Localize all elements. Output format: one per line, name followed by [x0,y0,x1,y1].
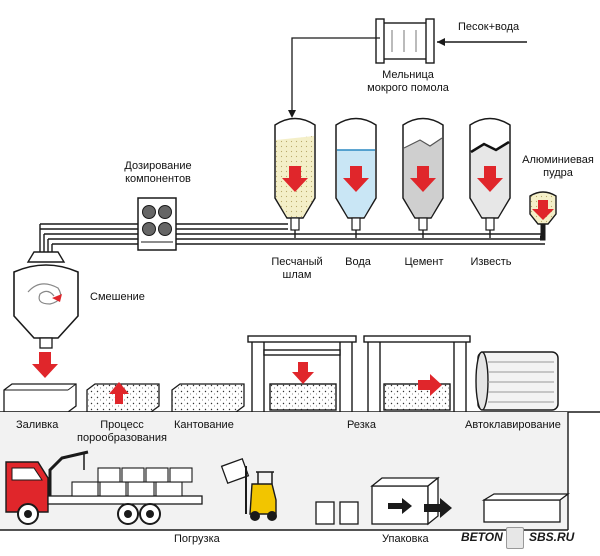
mold-pouring [3,383,77,413]
label-packing: Упаковка [382,533,429,545]
label-autoclaving: Автоклавирование [465,419,561,431]
silo-sand-arrow-icon [282,166,308,192]
mixer-down-arrow-icon [32,352,58,378]
truck [5,450,203,525]
wet-mill-drum [381,22,429,60]
packing-section [315,476,570,526]
label-sand-slurry: Песчаный шлам [271,256,323,281]
mixer [13,251,79,378]
watermark-right: SBS.RU [529,530,575,544]
dosing-unit [137,197,177,251]
wet-mill-left-flange [375,18,385,64]
silo-water [335,117,377,231]
pipelines [39,223,545,252]
silo-water-arrow-icon [343,166,369,192]
label-lime: Известь [470,256,512,268]
autoclave [475,351,559,411]
label-pore-process: Процесс порообразования [77,419,167,444]
label-sand-water: Песок+вода [458,21,520,33]
aluminum-arrow-icon [532,200,554,220]
mold-tilting [171,383,245,413]
label-tilting: Кантование [174,419,234,431]
cutting-section [247,335,471,418]
lower-panel [0,412,568,530]
silo-cement-arrow-icon [410,166,436,192]
label-pouring: Заливка [16,419,59,431]
label-mixing: Смешение [90,291,145,303]
label-cement: Цемент [404,256,444,268]
label-wet-mill: Мельница мокрого помола [367,69,449,94]
wet-mill-right-flange [425,18,435,64]
mold-row [3,382,245,413]
silo-lime [469,117,511,231]
mill-to-slurry-arrowhead [288,110,296,118]
sand-water-arrowhead [437,38,445,46]
watermark-left: BETON [461,530,503,544]
label-aluminum-powder: Алюминиевая пудра [522,154,594,179]
label-loading: Погрузка [174,533,220,545]
watermark-logo-icon [506,527,524,549]
label-dosing: Дозирование компонентов [124,160,192,185]
packing-arrow-icon [388,498,412,514]
mill-to-slurry-line [291,37,380,112]
cut-side-arrow-icon [418,374,442,396]
forklift [220,457,277,521]
cut-down-arrow-icon [292,362,314,384]
label-water: Вода [345,256,371,268]
mill-group [288,18,527,118]
forklift-body [249,483,277,515]
silo-cement [402,117,444,231]
rise-arrow-icon [109,382,129,404]
silo-lime-arrow-icon [477,166,503,192]
silo-sand-slurry [274,117,316,231]
label-cutting: Резка [347,419,376,431]
hopper-aluminum [529,191,557,241]
